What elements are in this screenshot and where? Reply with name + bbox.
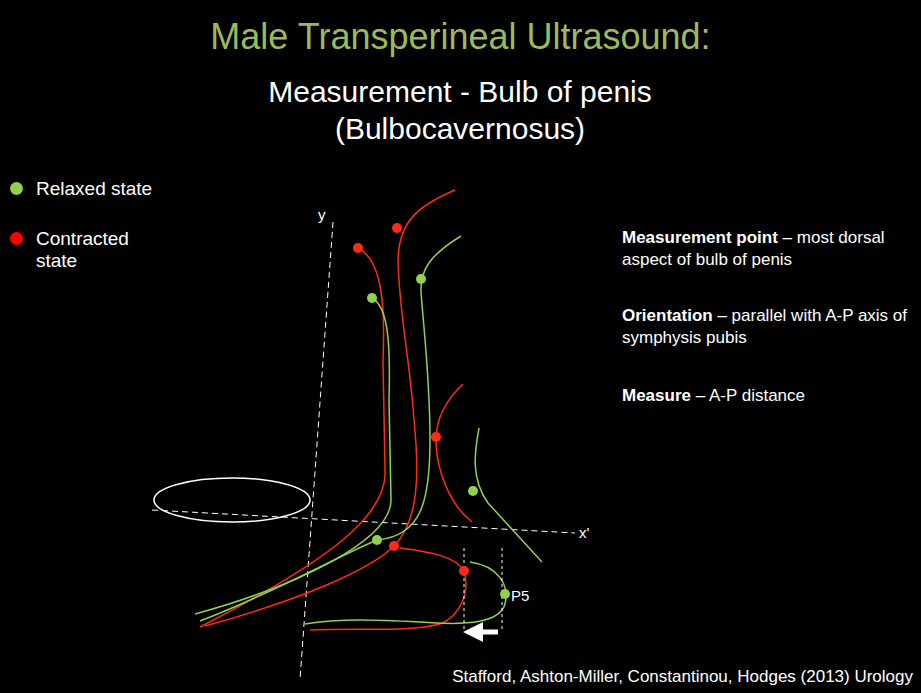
green-trace [195, 298, 391, 614]
point-label: P5 [511, 587, 541, 604]
green-trace [305, 562, 506, 624]
spacer [713, 306, 718, 325]
legend-swatch [10, 182, 23, 195]
note-heading: Orientation [622, 306, 713, 325]
symphysis-outline [154, 478, 310, 522]
slide-subtitle: Measurement - Bulb of penis (Bulbocavern… [240, 74, 680, 147]
legend-swatch [10, 232, 23, 245]
note: Orientation – parallel with A-P axis of … [622, 305, 912, 349]
measure-lines [464, 548, 502, 632]
red-trace [310, 548, 466, 630]
note: Measure – A-P distance [622, 385, 912, 407]
note-heading: Measure [622, 386, 691, 405]
measure-arrow [478, 630, 498, 635]
y-axis [300, 222, 333, 680]
spacer [778, 228, 783, 247]
relaxed-point [416, 274, 426, 284]
axis-label: x' [579, 524, 603, 541]
relaxed-point [372, 535, 382, 545]
note: Measurement point – most dorsal aspect o… [622, 227, 912, 271]
points [353, 223, 510, 599]
contracted-point [459, 566, 469, 576]
axis-label: y [318, 206, 338, 223]
slide-title: Male Transperineal Ultrasound: [0, 16, 921, 57]
traces [195, 190, 542, 630]
note-body: – A-P distance [696, 386, 805, 405]
axes [152, 222, 575, 680]
contracted-point [389, 541, 399, 551]
legend-text: Contracted state [36, 228, 146, 272]
relaxed-point [367, 293, 377, 303]
note-heading: Measurement point [622, 228, 778, 247]
green-trace [200, 236, 461, 621]
red-trace [205, 190, 455, 626]
measure-line [464, 548, 465, 632]
relaxed-point [500, 589, 510, 599]
contracted-point [353, 243, 363, 253]
contracted-point [431, 432, 441, 442]
citation: Stafford, Ashton-Miller, Constantinou, H… [313, 667, 913, 687]
contracted-point [392, 223, 402, 233]
relaxed-point [468, 486, 478, 496]
legend-text: Relaxed state [36, 178, 236, 200]
spacer [691, 386, 696, 405]
red-trace [436, 384, 472, 522]
green-trace [475, 428, 542, 562]
